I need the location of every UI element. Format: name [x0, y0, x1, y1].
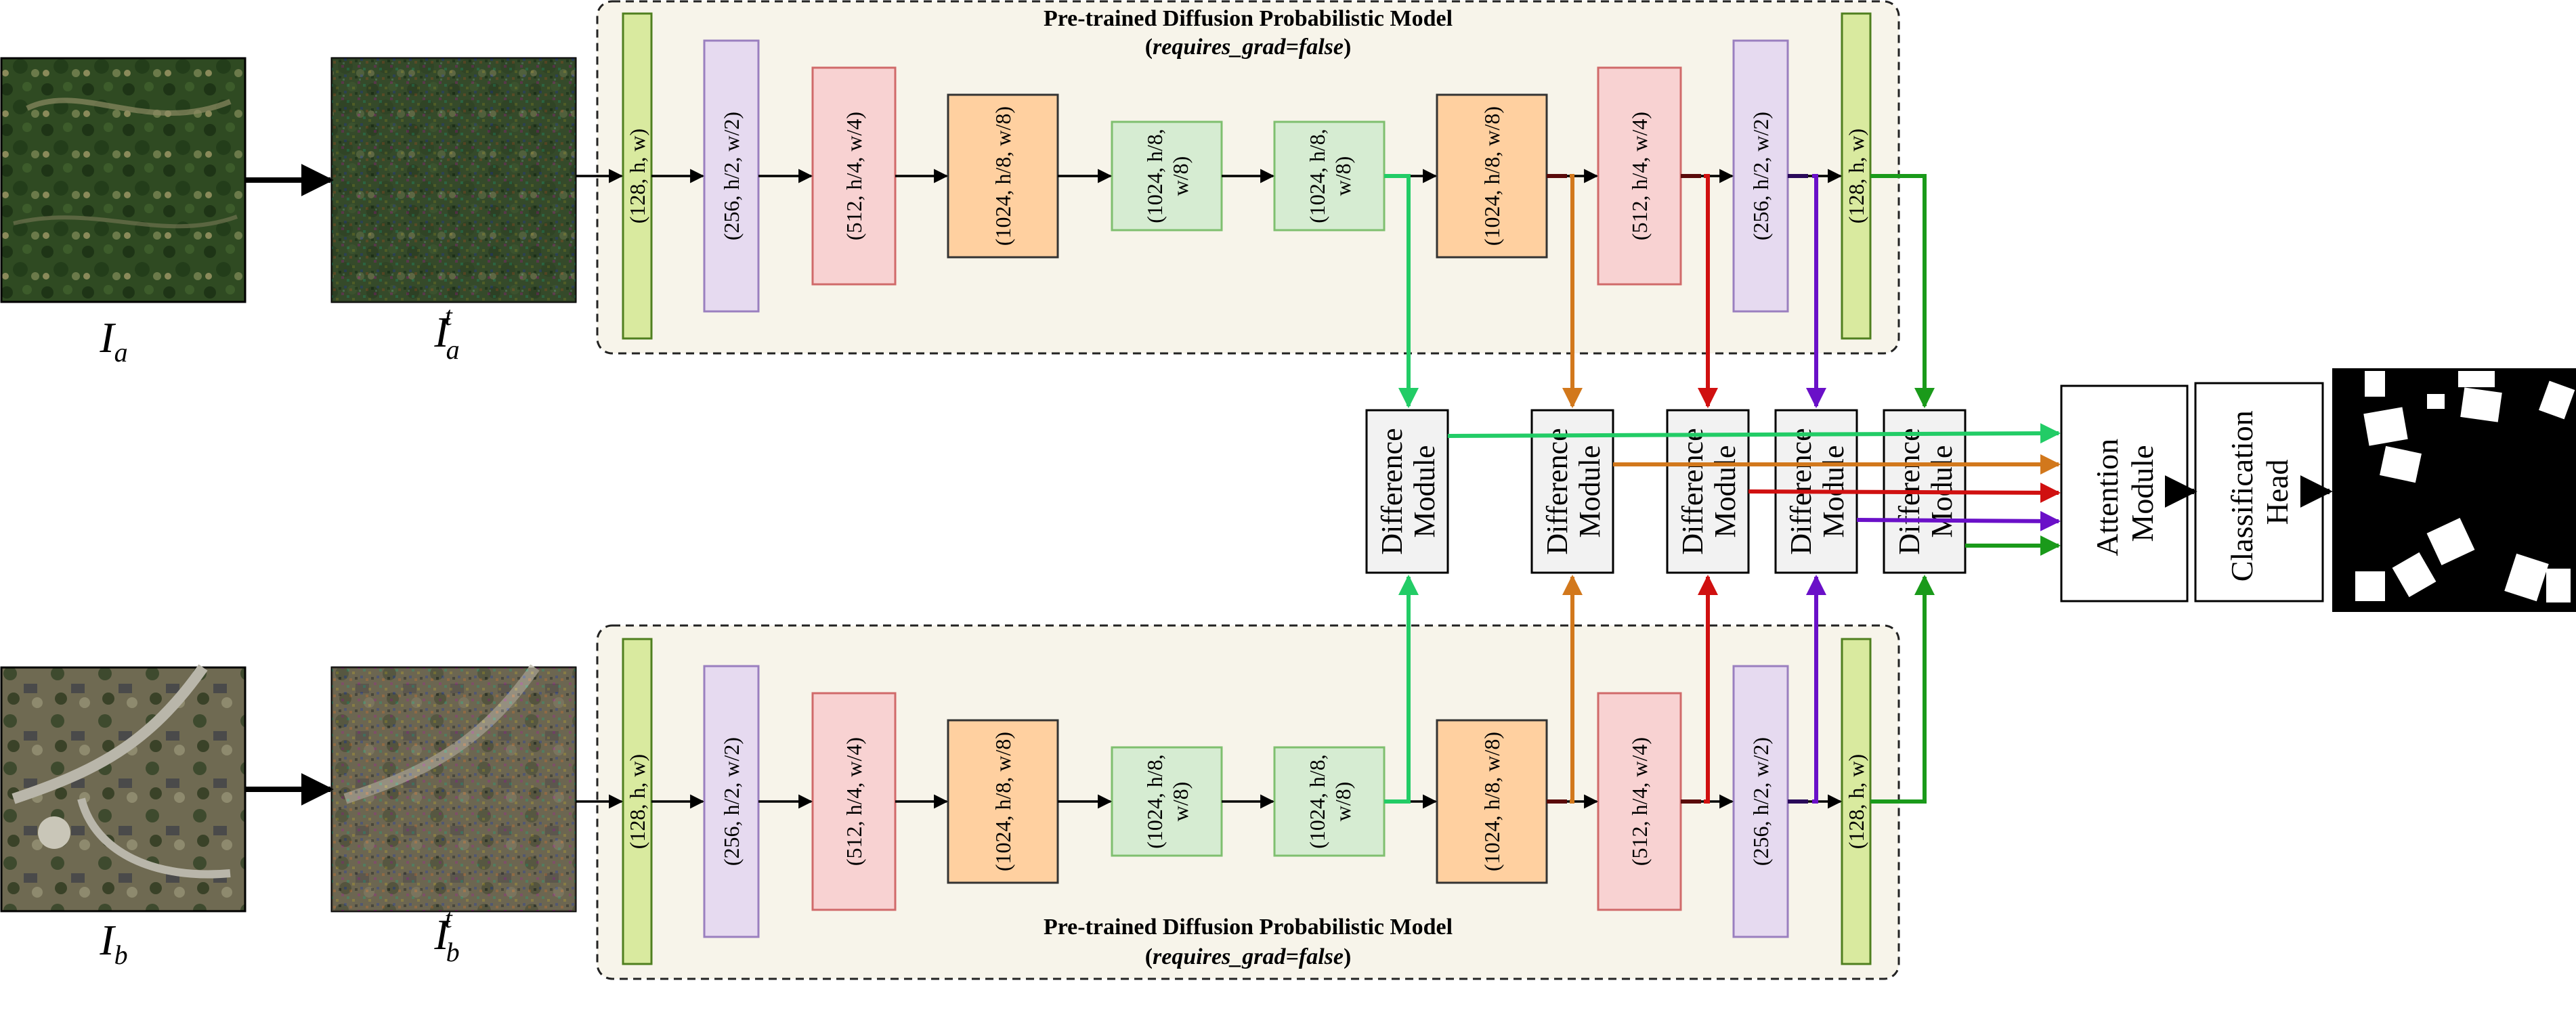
top-block-256-b-label: (256, h/2, w/2) [1748, 112, 1773, 240]
top-block-1024-b-label: (1024, h/8, w/8) [1480, 106, 1504, 246]
top-block-512-b-label: (512, h/4, w/4) [1627, 112, 1652, 240]
bottom-block-256-b-label: (256, h/2, w/2) [1748, 737, 1773, 866]
conn-green-top [1398, 174, 1419, 408]
bottom-block-128-b-label: (128, h, w) [1844, 754, 1868, 849]
bottom-block-256-a-label: (256, h/2, w/2) [719, 737, 744, 866]
bottom-block-1024-mid-b-label: (1024, h/8,w/8) [1305, 754, 1355, 849]
bottom-block-1024-a: (1024, h/8, w/8) [947, 719, 1059, 884]
top-block-512-a: (512, h/4, w/4) [811, 66, 897, 286]
bottom-block-1024-a-label: (1024, h/8, w/8) [991, 732, 1015, 871]
bottom-encoder-decoder: (128, h, w) (256, h/2, w/2) (512, h/4, w/4… [576, 638, 1872, 965]
top-block-128-b-label: (128, h, w) [1844, 129, 1868, 223]
output-change-map [2332, 368, 2576, 612]
top-block-1024-b: (1024, h/8, w/8) [1436, 93, 1548, 259]
top-block-512-b: (512, h/4, w/4) [1597, 66, 1682, 286]
bottom-block-512-b-label: (512, h/4, w/4) [1627, 737, 1652, 866]
bottom-block-256-a: (256, h/2, w/2) [703, 665, 760, 938]
conn-orange-bottom [1562, 575, 1583, 804]
conn-red-top [1698, 174, 1718, 408]
bottom-block-512-a: (512, h/4, w/4) [811, 692, 897, 911]
svg-text:DifferenceModule: DifferenceModule [1541, 428, 1606, 554]
conn-dm4-attention [1856, 510, 2061, 531]
difference-module-1: DifferenceModule [1365, 409, 1449, 574]
conn-red-bottom [1698, 575, 1718, 804]
svg-text:DifferenceModule: DifferenceModule [1676, 428, 1742, 554]
top-block-128-b: (128, h, w) [1841, 12, 1872, 340]
top-encoder-decoder: (128, h, w) (256, h/2, w/2) (512, h/4, w/4… [576, 12, 1872, 340]
bottom-block-1024-mid-a-label: (1024, h/8,w/8) [1142, 754, 1193, 849]
conn-purple-top [1806, 174, 1826, 408]
top-model-title: Pre-trained Diffusion Probabilistic Mode… [1044, 6, 1453, 31]
attention-module: Attention Module [2060, 385, 2189, 602]
bottom-block-1024-b: (1024, h/8, w/8) [1436, 719, 1548, 884]
image-iat [330, 57, 577, 303]
image-ibt [330, 664, 577, 913]
difference-module-3: DifferenceModule [1666, 409, 1750, 574]
svg-text:Classification Head: Classification Head [2225, 403, 2294, 581]
top-block-256-b: (256, h/2, w/2) [1732, 39, 1789, 313]
top-block-256-a: (256, h/2, w/2) [703, 39, 760, 313]
bottom-model-title: Pre-trained Diffusion Probabilistic Mode… [1044, 915, 1453, 940]
image-ia [0, 57, 246, 303]
label-ib: Ib [99, 916, 127, 970]
feature-connections [1398, 174, 2061, 804]
image-ib [0, 664, 246, 913]
conn-green-bottom [1398, 575, 1419, 804]
top-model-subtitle: (requires_grad=false) [1145, 35, 1352, 60]
bottom-block-512-a-label: (512, h/4, w/4) [842, 737, 866, 866]
bottom-block-128-a-label: (128, h, w) [625, 754, 649, 849]
bottom-block-512-b: (512, h/4, w/4) [1597, 692, 1682, 911]
conn-dgreen-bottom [1870, 575, 1935, 804]
bottom-block-1024-mid-b: (1024, h/8,w/8) [1273, 746, 1386, 857]
top-block-1024-a-label: (1024, h/8, w/8) [991, 106, 1015, 246]
bottom-block-1024-b-label: (1024, h/8, w/8) [1480, 732, 1504, 871]
top-block-1024-mid-b-label: (1024, h/8,w/8) [1305, 129, 1355, 223]
top-block-1024-mid-a: (1024, h/8,w/8) [1111, 120, 1223, 232]
top-block-1024-mid-a-label: (1024, h/8,w/8) [1142, 129, 1193, 223]
conn-orange-top [1562, 174, 1583, 408]
conn-dgreen-top [1870, 174, 1935, 408]
top-block-512-a-label: (512, h/4, w/4) [842, 112, 866, 240]
bottom-block-128-a: (128, h, w) [622, 638, 653, 965]
bottom-block-128-b: (128, h, w) [1841, 638, 1872, 965]
top-block-1024-mid-b: (1024, h/8,w/8) [1273, 120, 1386, 232]
label-ia: Ia [99, 313, 127, 368]
top-block-128-a: (128, h, w) [622, 12, 653, 340]
svg-text:DifferenceModule: DifferenceModule [1375, 428, 1441, 554]
label-iat: Iat [433, 301, 459, 365]
bottom-model-subtitle: (requires_grad=false) [1145, 944, 1352, 969]
conn-purple-bottom [1806, 575, 1826, 804]
conn-dm3-attention [1748, 482, 2061, 503]
conn-dm1-attention [1447, 423, 2061, 444]
top-block-1024-a: (1024, h/8, w/8) [947, 93, 1059, 259]
classification-head: Classification Head [2194, 382, 2324, 602]
top-block-128-a-label: (128, h, w) [625, 129, 649, 223]
label-ibt: Ibt [433, 903, 459, 967]
bottom-block-256-b: (256, h/2, w/2) [1732, 665, 1789, 938]
top-block-256-a-label: (256, h/2, w/2) [719, 112, 744, 240]
svg-text:Attention Module: Attention Module [2090, 431, 2160, 556]
bottom-block-1024-mid-a: (1024, h/8,w/8) [1111, 746, 1223, 857]
